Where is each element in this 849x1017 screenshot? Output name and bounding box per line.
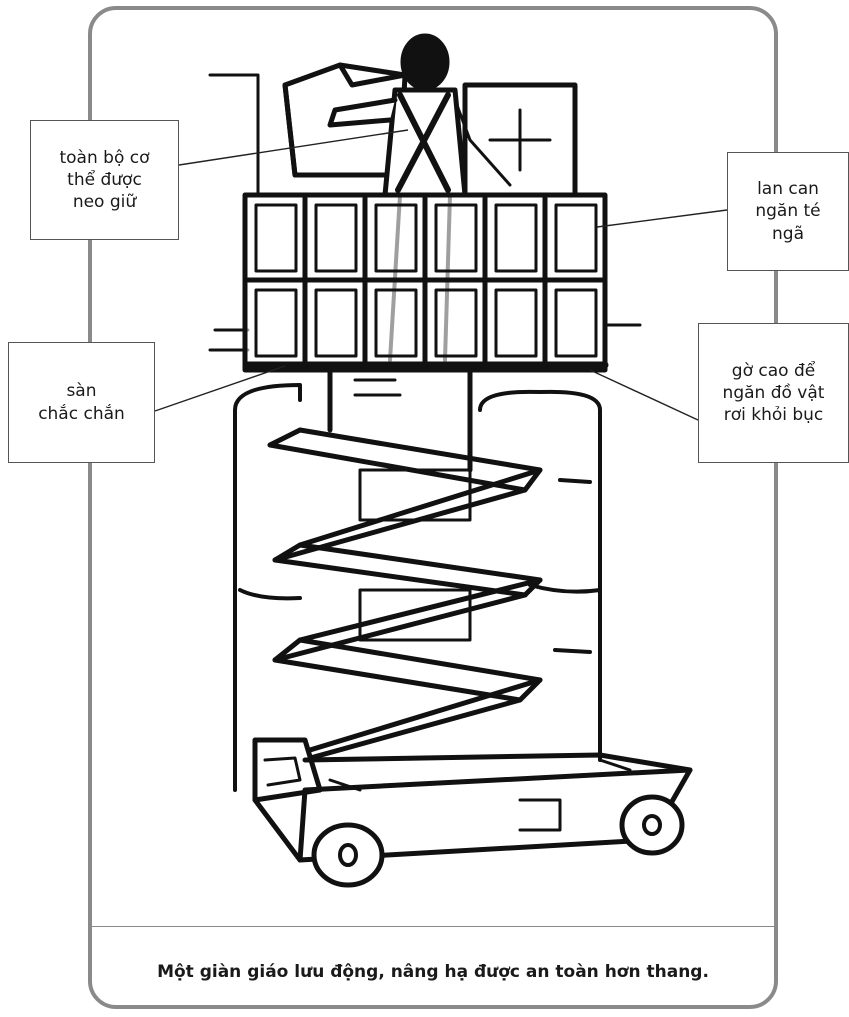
lift-wheel-rear <box>622 797 682 853</box>
callout-label: toàn bộ cơ thể được neo giữ <box>59 147 149 213</box>
scissor-arms <box>270 370 540 765</box>
callout-label: gờ cao để ngăn đồ vật rơi khỏi bục <box>723 360 825 426</box>
callout-full-body-anchor: toàn bộ cơ thể được neo giữ <box>30 120 179 240</box>
figure-caption: Một giàn giáo lưu động, nâng hạ được an … <box>92 962 774 982</box>
leader-line-toe-board <box>590 370 698 420</box>
callout-toe-board: gờ cao để ngăn đồ vật rơi khỏi bục <box>698 323 849 463</box>
callout-solid-floor: sàn chắc chắn <box>8 342 155 463</box>
leader-line-guardrail <box>597 210 727 227</box>
lift-wheel-front <box>314 825 382 885</box>
callout-label: sàn chắc chắn <box>38 380 125 424</box>
caption-divider <box>90 926 776 927</box>
callout-label: lan can ngăn té ngã <box>755 178 820 244</box>
cardboard-box-right <box>465 85 575 195</box>
guardrail-cage <box>245 195 605 370</box>
callout-fall-guardrail: lan can ngăn té ngã <box>727 152 849 271</box>
